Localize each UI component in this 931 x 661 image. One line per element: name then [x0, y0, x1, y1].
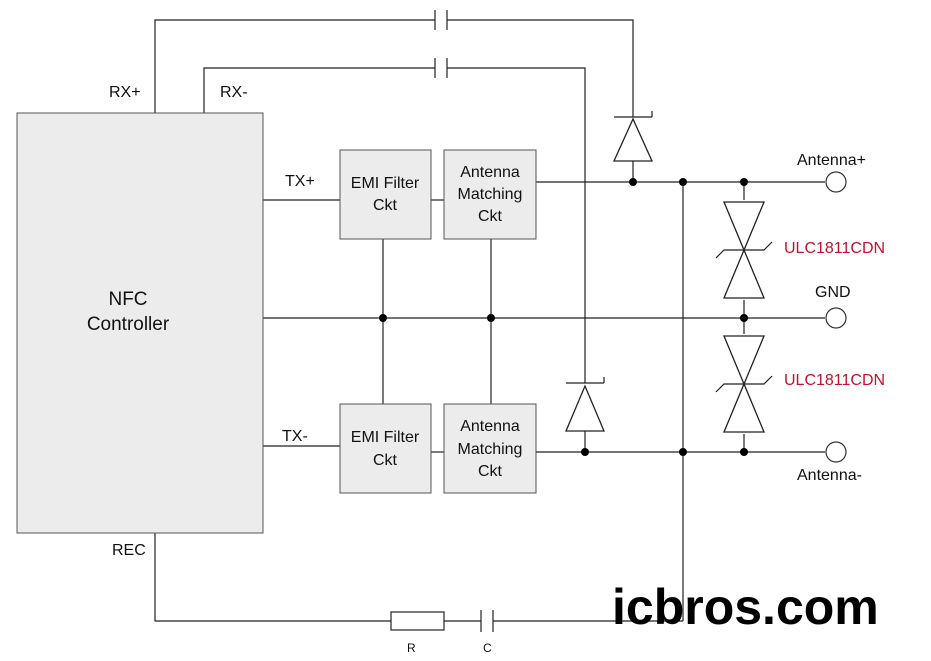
controller-label-line1: NFC [108, 289, 147, 310]
tvs-diode-top [715, 200, 773, 300]
emi-bottom-line1: EMI Filter [351, 429, 420, 446]
capacitor-label: C [483, 641, 492, 655]
match-bottom-line1: Antenna [460, 418, 520, 435]
rec-wire [154, 533, 391, 622]
nfc-controller-block: NFC Controller [16, 112, 264, 534]
pin-tx-minus-label: TX- [282, 428, 308, 445]
emi-filter-top: EMI Filter Ckt [339, 149, 432, 240]
junction-dot [740, 178, 748, 186]
antenna-minus-terminal [825, 441, 847, 463]
junction-dot [740, 314, 748, 322]
rx-minus-wire-right [447, 67, 586, 383]
junction-dot [629, 178, 637, 186]
rx-minus-wire [203, 67, 435, 113]
pin-tx-plus-label: TX+ [285, 173, 315, 190]
match-bottom-line3: Ckt [478, 463, 503, 480]
rec-resistor [390, 611, 445, 631]
rx-minus-capacitor [434, 58, 448, 78]
watermark-text: icbros.com [612, 579, 879, 635]
rx-plus-capacitor [434, 10, 448, 30]
match-top-line2: Matching [458, 186, 523, 203]
junction-dot [487, 314, 495, 322]
antenna-minus-label: Antenna- [797, 467, 862, 484]
tvs-top-label: ULC1811CDN [784, 240, 885, 257]
pin-rx-plus-label: RX+ [109, 84, 141, 101]
rec-capacitor [480, 610, 494, 632]
controller-label-line2: Controller [87, 314, 170, 335]
rx-minus-zener-diode [565, 377, 605, 432]
antenna-plus-label: Antenna+ [797, 152, 866, 169]
match-top-line1: Antenna [460, 164, 520, 181]
junction-dot [740, 448, 748, 456]
junction-dot [679, 178, 687, 186]
antenna-plus-terminal [825, 171, 847, 193]
emi-filter-bottom: EMI Filter Ckt [339, 403, 432, 494]
junction-dot [379, 314, 387, 322]
gnd-label: GND [815, 284, 851, 301]
gnd-terminal [825, 307, 847, 329]
rx-plus-wire-right [447, 19, 634, 117]
junction-dot [581, 448, 589, 456]
pin-rx-minus-label: RX- [220, 84, 248, 101]
antenna-matching-bottom: Antenna Matching Ckt [443, 403, 537, 494]
junction-dot [679, 448, 687, 456]
emi-bottom-line2: Ckt [373, 452, 398, 469]
resistor-label: R [407, 641, 416, 655]
rx-plus-zener-diode [612, 111, 654, 162]
antenna-matching-top: Antenna Matching Ckt [443, 149, 537, 240]
tvs-bottom-label: ULC1811CDN [784, 372, 885, 389]
match-bottom-line2: Matching [458, 441, 523, 458]
tvs-diode-bottom [715, 334, 773, 434]
pin-rec-label: REC [112, 542, 146, 559]
rx-plus-wire [154, 19, 435, 113]
junction-dots [379, 178, 748, 456]
emi-top-line1: EMI Filter [351, 175, 420, 192]
match-top-line3: Ckt [478, 208, 503, 225]
emi-top-line2: Ckt [373, 197, 398, 214]
